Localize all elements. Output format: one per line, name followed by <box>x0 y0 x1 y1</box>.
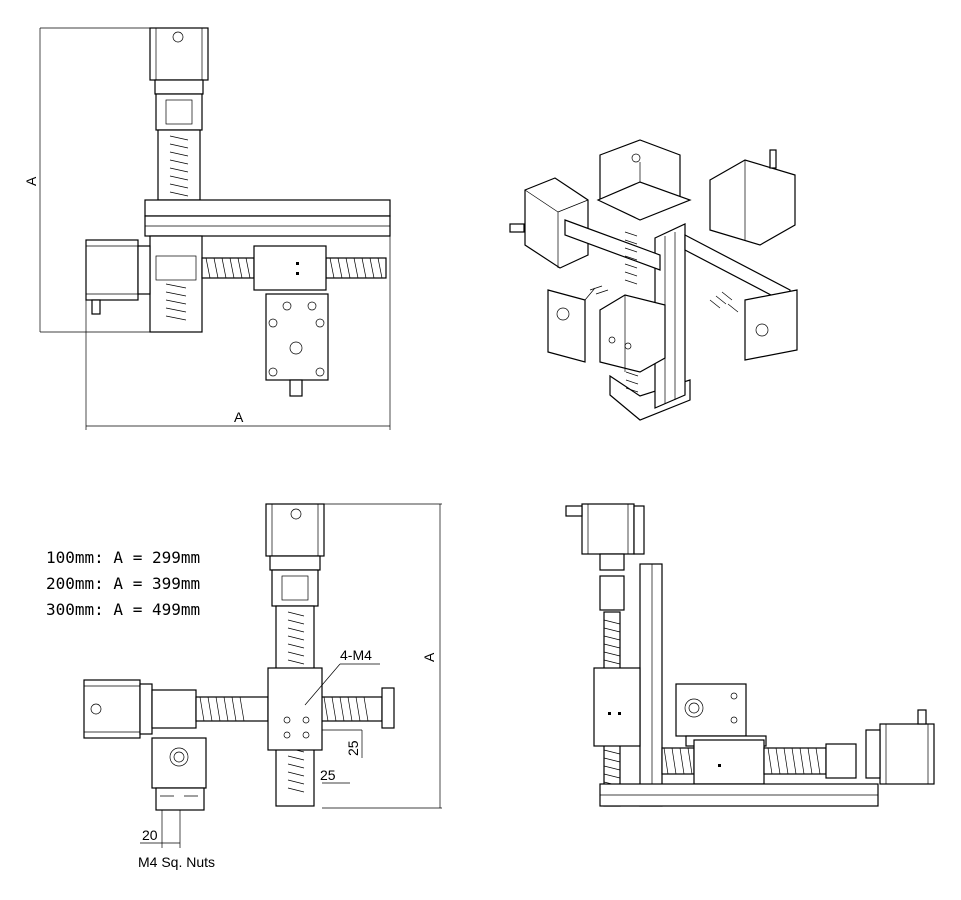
view-bottom-left <box>83 503 442 848</box>
dim-25-horizontal: 25 <box>320 767 336 783</box>
view-isometric <box>509 139 798 421</box>
dim-20: 20 <box>142 827 158 843</box>
dim-a-vertical-bottom: A <box>421 652 437 662</box>
view-top-left <box>39 27 391 430</box>
size-table-row: 100mm: A = 299mm <box>46 548 200 567</box>
dim-25-vertical: 25 <box>345 740 361 756</box>
size-table-row: 300mm: A = 499mm <box>46 600 200 619</box>
view-bottom-right <box>565 503 935 807</box>
dim-a-horizontal-top: A <box>234 409 244 425</box>
sq-nuts-label: M4 Sq. Nuts <box>138 854 215 870</box>
dim-a-vertical-top: A <box>23 176 39 186</box>
size-table-row: 200mm: A = 399mm <box>46 574 200 593</box>
m4-label: 4-M4 <box>340 647 372 663</box>
